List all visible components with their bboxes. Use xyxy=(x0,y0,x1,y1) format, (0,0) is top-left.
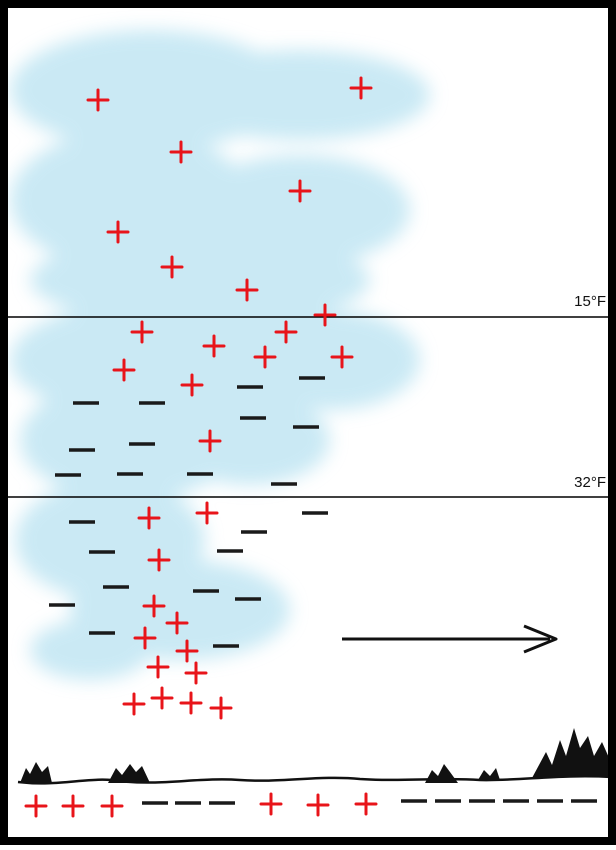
positive-charge-mark xyxy=(146,655,170,679)
positive-charge-mark xyxy=(184,661,208,685)
positive-charge-mark xyxy=(137,506,161,530)
positive-charge-mark xyxy=(253,345,277,369)
positive-charge-mark xyxy=(195,501,219,525)
positive-charge-mark xyxy=(100,794,124,818)
positive-charge-mark xyxy=(354,792,378,816)
positive-charge-mark xyxy=(130,320,154,344)
positive-charge-mark xyxy=(106,220,130,244)
positive-charge-mark xyxy=(122,692,146,716)
positive-charge-mark xyxy=(165,611,189,635)
charge-marks xyxy=(24,76,597,818)
positive-charge-mark xyxy=(142,594,166,618)
positive-charge-mark xyxy=(86,88,110,112)
positive-charge-mark xyxy=(313,303,337,327)
positive-charge-mark xyxy=(274,320,298,344)
frame-right-edge xyxy=(612,0,616,845)
temperature-label-15f: 15°F xyxy=(574,293,606,310)
positive-charge-mark xyxy=(330,345,354,369)
positive-charge-mark xyxy=(209,696,233,720)
positive-charge-mark xyxy=(202,334,226,358)
positive-charge-mark xyxy=(160,255,184,279)
positive-charge-mark xyxy=(169,140,193,164)
positive-charge-mark xyxy=(61,794,85,818)
positive-charge-mark xyxy=(150,686,174,710)
positive-charge-mark xyxy=(235,278,259,302)
positive-charge-mark xyxy=(24,794,48,818)
positive-charge-mark xyxy=(147,548,171,572)
positive-charge-mark xyxy=(349,76,373,100)
positive-charge-mark xyxy=(306,793,330,817)
arrow-right-icon xyxy=(342,624,558,654)
temperature-label-32f: 32°F xyxy=(574,474,606,491)
positive-charge-mark xyxy=(259,792,283,816)
positive-charge-mark xyxy=(198,429,222,453)
tree-silhouette-icon xyxy=(20,728,612,783)
positive-charge-mark xyxy=(133,626,157,650)
positive-charge-mark xyxy=(179,691,203,715)
positive-charge-mark xyxy=(180,373,204,397)
positive-charge-mark xyxy=(288,179,312,203)
positive-charge-mark xyxy=(112,358,136,382)
positive-charge-mark xyxy=(175,639,199,663)
